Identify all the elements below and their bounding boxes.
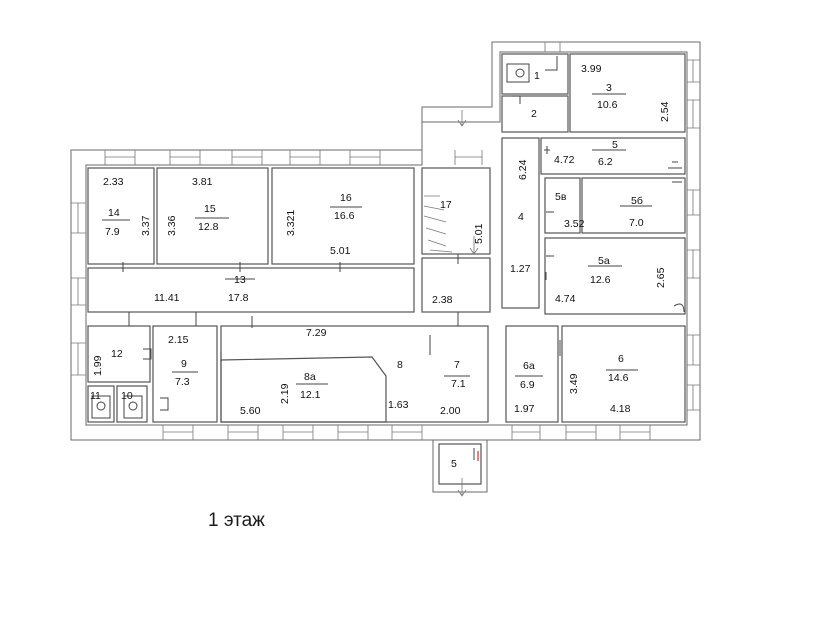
dim-3-37: 3.37 bbox=[140, 215, 152, 236]
dim-3-321: 3.321 bbox=[285, 210, 297, 236]
dim-4-74: 4.74 bbox=[555, 293, 576, 305]
dim-3-52: 3.52 bbox=[564, 218, 585, 230]
dim-4-18: 4.18 bbox=[610, 403, 631, 415]
porch-room-number: 5 bbox=[451, 458, 457, 470]
room-6a-number: 6а bbox=[523, 360, 535, 372]
room-1-number: 1 bbox=[534, 70, 540, 82]
dim-1-63: 1.63 bbox=[388, 399, 409, 411]
room-9-number: 9 bbox=[181, 358, 187, 370]
dim-2-00: 2.00 bbox=[440, 405, 461, 417]
dim-3-81: 3.81 bbox=[192, 176, 213, 188]
room-5a-number: 5а bbox=[598, 255, 610, 267]
dim-7-29: 7.29 bbox=[306, 327, 327, 339]
room-7-area: 7.1 bbox=[451, 378, 466, 390]
dim-1-99: 1.99 bbox=[92, 355, 104, 376]
room-outlines bbox=[87, 53, 686, 493]
door-marks bbox=[122, 56, 685, 460]
dim-6-24: 6.24 bbox=[517, 159, 529, 180]
room-13-number: 13 bbox=[234, 274, 246, 286]
toilet-icon bbox=[91, 63, 530, 419]
room-5-number: 5 bbox=[612, 139, 618, 151]
dim-1-27: 1.27 bbox=[510, 263, 531, 275]
stairs bbox=[423, 110, 479, 497]
room-12-number: 12 bbox=[111, 348, 123, 360]
floor-caption: 1 этаж bbox=[208, 510, 265, 531]
room-3-area: 10.6 bbox=[597, 99, 618, 111]
room-8-number: 8 bbox=[397, 359, 403, 371]
dim-2-65: 2.65 bbox=[655, 267, 667, 288]
dim-2-38: 2.38 bbox=[432, 294, 453, 306]
room-5-area: 6.2 bbox=[598, 156, 613, 168]
room-6-number: 6 bbox=[618, 353, 624, 365]
dim-5-60: 5.60 bbox=[240, 405, 261, 417]
dim-2-54: 2.54 bbox=[659, 101, 671, 122]
room-14-number: 14 bbox=[108, 207, 120, 219]
room-7-number: 7 bbox=[454, 359, 460, 371]
dim-1-97: 1.97 bbox=[514, 403, 535, 415]
dim-11-41: 11.41 bbox=[154, 292, 180, 304]
room-15-area: 12.8 bbox=[198, 221, 219, 233]
room-5b-area: 7.0 bbox=[629, 217, 644, 229]
room-6a-area: 6.9 bbox=[520, 379, 535, 391]
room-6-area: 14.6 bbox=[608, 372, 629, 384]
dim-3-49: 3.49 bbox=[568, 373, 580, 394]
dim-4-72: 4.72 bbox=[554, 154, 575, 166]
dim-2-15: 2.15 bbox=[168, 334, 189, 346]
dim-3-99: 3.99 bbox=[581, 63, 602, 75]
room-15-number: 15 bbox=[204, 203, 216, 215]
windows bbox=[71, 42, 700, 440]
dim-2-33: 2.33 bbox=[103, 176, 124, 188]
room-16-number: 16 bbox=[340, 192, 352, 204]
room-17-number: 17 bbox=[440, 199, 452, 211]
room-8a-area: 12.1 bbox=[300, 389, 321, 401]
room-14-area: 7.9 bbox=[105, 226, 120, 238]
room-5v-number: 5в bbox=[555, 191, 567, 203]
room-11-number: 11 bbox=[90, 390, 101, 402]
room-5b-number: 5б bbox=[631, 195, 643, 207]
dim-5-01-vertical: 5.01 bbox=[473, 223, 485, 244]
room-9-area: 7.3 bbox=[175, 376, 190, 388]
area-underlines bbox=[102, 93, 652, 385]
room-13-area: 17.8 bbox=[228, 292, 249, 304]
dim-2-19: 2.19 bbox=[279, 383, 291, 404]
room-5a-area: 12.6 bbox=[590, 274, 611, 286]
room-2-number: 2 bbox=[531, 108, 537, 120]
dim-5-01: 5.01 bbox=[330, 245, 351, 257]
room-3-number: 3 bbox=[606, 82, 612, 94]
room-4-number: 4 bbox=[518, 211, 524, 223]
dim-3-36: 3.36 bbox=[166, 215, 178, 236]
room-16-area: 16.6 bbox=[334, 210, 355, 222]
room-8a-number: 8а bbox=[304, 371, 316, 383]
room-10-number: 10 bbox=[121, 390, 133, 402]
